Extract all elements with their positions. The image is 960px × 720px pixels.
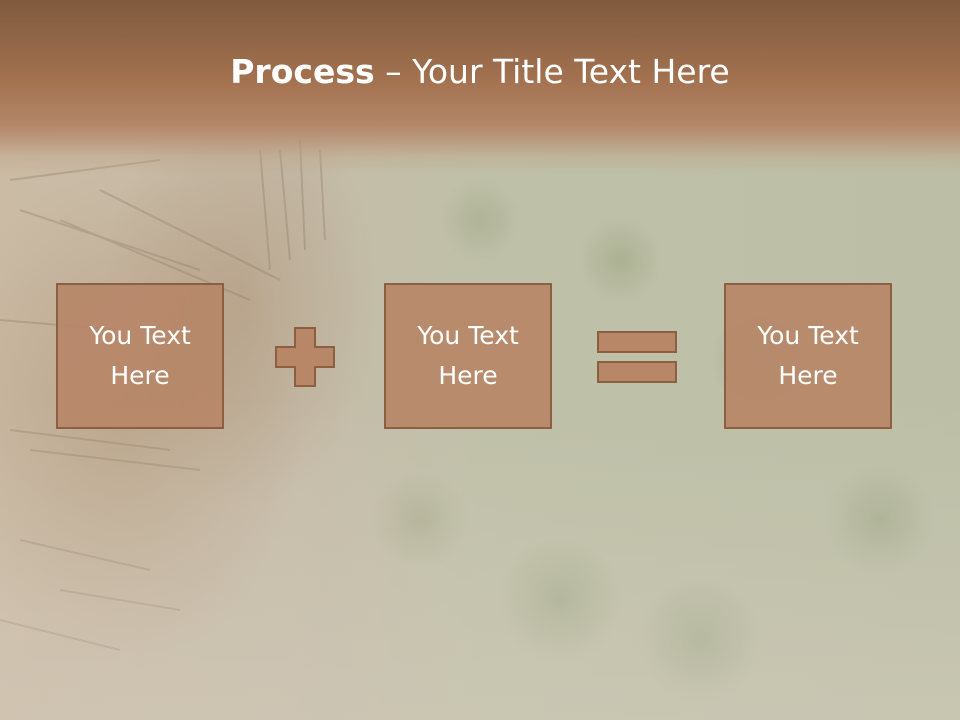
slide-title: Process – Your Title Text Here	[0, 52, 960, 91]
title-banner	[0, 0, 960, 175]
log-piles-texture	[0, 139, 326, 651]
process-box-3[interactable]: You Text Here	[724, 283, 892, 429]
process-box-2[interactable]: You Text Here	[384, 283, 552, 429]
process-box-2-label: You Text Here	[417, 321, 519, 390]
equals-icon	[597, 331, 677, 383]
process-box-1[interactable]: You Text Here	[56, 283, 224, 429]
process-box-1-label: You Text Here	[89, 321, 191, 390]
title-regular-text: – Your Title Text Here	[374, 52, 730, 91]
title-bold-text: Process	[230, 52, 375, 91]
plus-icon	[275, 327, 335, 387]
process-box-3-label: You Text Here	[757, 321, 859, 390]
